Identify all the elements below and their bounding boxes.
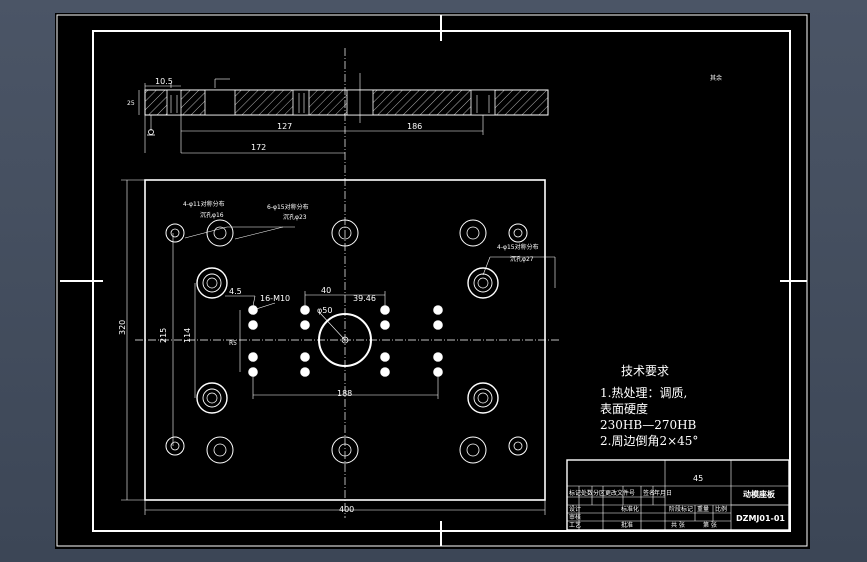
tb-r-sheet: 第 张	[703, 521, 717, 529]
holes-m10	[248, 305, 443, 377]
tb-h-count: 处数	[581, 489, 593, 497]
tech-req-line1: 1.热处理：调质,	[600, 386, 687, 400]
tb-part-name: 动模座板	[743, 489, 776, 499]
title-block-text: 45 动模座板 DZMJ01-01 标记 处数 分区 更改文件号 签名 年月日 …	[569, 474, 785, 529]
holes-phi11	[165, 223, 528, 456]
dim-215: 215	[159, 328, 168, 343]
tb-r-design: 设计	[569, 505, 581, 513]
holes-phi15	[206, 219, 487, 464]
central-hole-phi50	[318, 313, 372, 367]
tech-req-line2: 表面硬度	[600, 401, 648, 416]
roughness-note: 其余	[710, 74, 722, 82]
dim-114: 114	[183, 328, 192, 343]
tb-r-weight: 重量	[697, 505, 709, 513]
title-block	[566, 459, 790, 531]
dim-400: 400	[339, 505, 354, 514]
dim-127: 127	[277, 122, 292, 131]
tb-h-docno: 更改文件号	[605, 489, 635, 497]
dim-172: 172	[251, 143, 266, 152]
note-phi11-line1: 4-φ11对称分布	[183, 200, 225, 208]
dim-186: 186	[407, 122, 422, 131]
center-lines	[135, 48, 560, 518]
tb-r-approve: 批准	[621, 521, 633, 529]
note-phi11-line2: 沉孔φ16	[200, 211, 224, 219]
tb-r-sheets: 共 张	[671, 521, 685, 529]
top-section-view: 10.5 127 186 172 25	[127, 73, 549, 154]
tb-h-sign: 签名	[643, 489, 655, 497]
dim-39-46: 39.46	[353, 294, 376, 303]
note-phi15-line2: 沉孔φ23	[283, 213, 307, 221]
cad-viewport[interactable]: 10.5 127 186 172 25	[55, 13, 810, 549]
tb-h-mark: 标记	[569, 489, 581, 497]
plate-outline	[144, 179, 546, 501]
centring-marks	[60, 15, 807, 546]
technical-requirements: 技术要求 1.热处理：调质, 表面硬度 230HB—270HB 2.周边倒角2×…	[600, 364, 698, 448]
dim-25: 25	[127, 100, 135, 107]
tech-req-title: 技术要求	[621, 364, 669, 378]
engineering-drawing: 10.5 127 186 172 25	[56, 14, 808, 547]
tb-r-stage: 阶段标记	[669, 505, 693, 513]
tb-h-zone: 分区	[593, 489, 605, 497]
tb-r-check: 审核	[569, 513, 581, 521]
tb-drawing-no: DZMJ01-01	[736, 514, 785, 523]
tb-material: 45	[693, 474, 703, 483]
tb-r-scale: 比例	[715, 505, 727, 513]
tech-req-line3: 230HB—270HB	[600, 418, 697, 432]
dim-phi50: φ50	[317, 306, 332, 315]
dim-40: 40	[321, 286, 331, 295]
plan-view: 320 215 114 4.5 16-M10 40 39.46 φ50 188 …	[118, 179, 556, 515]
note-phi15-line1: 6-φ15对称分布	[267, 203, 309, 211]
tb-r-std: 标准化	[621, 505, 639, 513]
note-phi27-line1: 4-φ15对称分布	[497, 243, 539, 251]
dim-16-m10: 16-M10	[260, 294, 290, 303]
dim-320: 320	[118, 320, 127, 335]
note-phi27-line2: 沉孔φ27	[510, 255, 534, 263]
dim-10-5: 10.5	[155, 77, 173, 86]
tb-r-craft: 工艺	[569, 521, 581, 529]
dim-188: 188	[337, 389, 352, 398]
holes-phi27	[196, 267, 499, 414]
dim-r5: R5	[229, 340, 237, 347]
dim-4-5: 4.5	[229, 287, 242, 296]
tb-h-date: 年月日	[654, 489, 672, 497]
tech-req-line4: 2.周边倒角2×45°	[600, 434, 698, 448]
